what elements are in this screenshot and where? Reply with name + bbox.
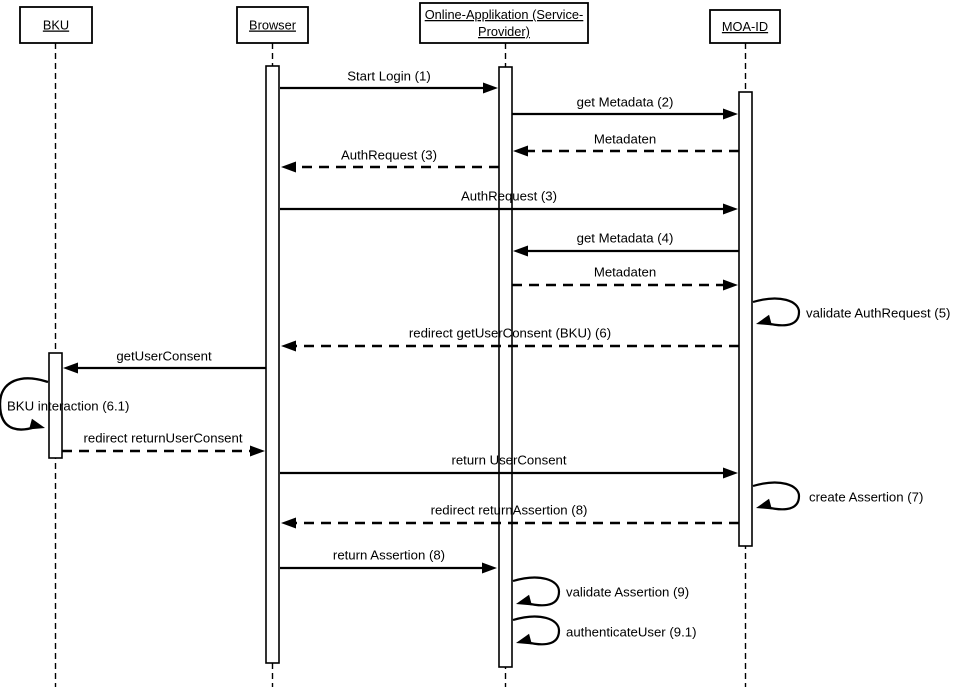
- message-label: redirect getUserConsent (BKU) (6): [409, 326, 611, 341]
- arrowhead-icon: [723, 467, 738, 479]
- arrowhead-icon: [250, 445, 265, 457]
- arrowhead-icon: [723, 108, 738, 120]
- message-label: getUserConsent: [116, 349, 212, 364]
- self-loop: [512, 576, 561, 607]
- self-loop: [512, 615, 561, 646]
- actor-label-browser: Browser: [249, 18, 297, 33]
- message-label: authenticateUser (9.1): [566, 625, 696, 640]
- message-label: redirect returnAssertion (8): [431, 503, 588, 518]
- self-loop: [752, 297, 801, 327]
- message-label: validate AuthRequest (5): [806, 306, 950, 321]
- actor-box-moa-id: [709, 9, 781, 44]
- arrowhead-icon: [723, 279, 738, 291]
- message-label: get Metadata (2): [577, 95, 674, 110]
- arrowhead-icon: [756, 498, 772, 510]
- actor-box-bku: [19, 6, 93, 44]
- arrowhead-icon: [513, 145, 528, 157]
- activation-bar-moa-id: [738, 91, 753, 547]
- arrowhead-icon: [513, 245, 528, 257]
- actor-label-service-provider: Provider): [478, 24, 530, 39]
- arrowhead-icon: [281, 161, 296, 173]
- actor-label-moa-id: MOA-ID: [722, 19, 768, 34]
- actor-box-browser: [236, 6, 309, 44]
- actor-box-service-provider: [419, 2, 589, 44]
- arrowhead-icon: [63, 362, 78, 374]
- self-loop: [752, 481, 801, 511]
- message-label: get Metadata (4): [577, 231, 674, 246]
- message-label: validate Assertion (9): [566, 585, 689, 600]
- message-label: Metadaten: [594, 265, 656, 280]
- arrowhead-icon: [515, 633, 532, 645]
- activation-bar-bku: [48, 352, 63, 459]
- self-loop: [0, 377, 49, 431]
- actor-label-bku: BKU: [43, 18, 69, 33]
- arrowhead-icon: [29, 418, 45, 430]
- arrowhead-icon: [515, 594, 532, 606]
- arrowhead-icon: [281, 340, 296, 352]
- arrowhead-icon: [482, 562, 497, 574]
- message-label: BKU interaction (6.1): [7, 399, 129, 414]
- actor-label-service-provider: Online-Applikation (Service-: [425, 7, 584, 22]
- arrowhead-icon: [483, 82, 498, 94]
- message-label: AuthRequest (3): [461, 189, 557, 204]
- activation-bar-service-provider: [498, 66, 513, 668]
- activation-bar-browser: [265, 65, 280, 664]
- message-label: redirect returnUserConsent: [83, 431, 242, 446]
- arrowhead-icon: [755, 314, 772, 326]
- arrowhead-icon: [723, 203, 738, 215]
- message-label: Start Login (1): [347, 69, 431, 84]
- message-label: Metadaten: [594, 132, 656, 147]
- message-label: create Assertion (7): [809, 490, 923, 505]
- message-label: return Assertion (8): [333, 548, 445, 563]
- message-label: return UserConsent: [451, 453, 566, 468]
- arrowhead-icon: [281, 517, 296, 529]
- message-label: AuthRequest (3): [341, 148, 437, 163]
